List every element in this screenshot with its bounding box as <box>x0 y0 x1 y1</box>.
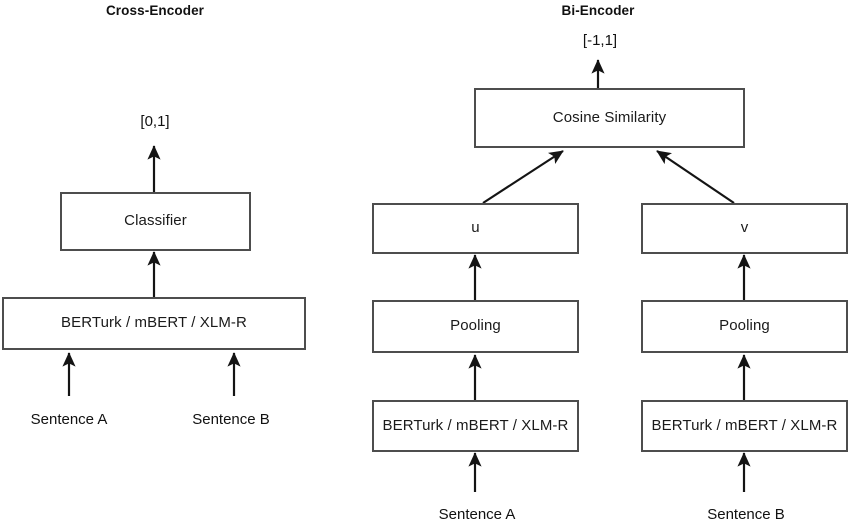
bi-encoder-output-range-label: [-1,1] <box>582 32 618 49</box>
cross-encoder-input-a-label: Sentence A <box>30 411 108 428</box>
cross-encoder-output-range-label: [0,1] <box>140 113 170 130</box>
arrow-u-to-cosine <box>482 150 564 204</box>
bi-encoder-input-a-label: Sentence A <box>438 506 516 523</box>
bi-encoder-transformer-left-box[interactable]: BERTurk / mBERT / XLM-R <box>372 400 579 452</box>
cross-encoder-title: Cross-Encoder <box>105 3 205 18</box>
embedding-u-box[interactable]: u <box>372 203 579 254</box>
pooling-right-box[interactable]: Pooling <box>641 300 848 353</box>
classifier-box[interactable]: Classifier <box>60 192 251 251</box>
pooling-left-box[interactable]: Pooling <box>372 300 579 353</box>
cosine-similarity-box[interactable]: Cosine Similarity <box>474 88 745 148</box>
arrow-v-to-cosine <box>656 150 735 204</box>
bi-encoder-input-b-label: Sentence B <box>707 506 785 523</box>
cross-encoder-transformer-box[interactable]: BERTurk / mBERT / XLM-R <box>2 297 306 350</box>
bi-encoder-transformer-right-box[interactable]: BERTurk / mBERT / XLM-R <box>641 400 848 452</box>
embedding-v-box[interactable]: v <box>641 203 848 254</box>
cross-encoder-input-b-label: Sentence B <box>192 411 270 428</box>
bi-encoder-title: Bi-Encoder <box>561 3 635 18</box>
